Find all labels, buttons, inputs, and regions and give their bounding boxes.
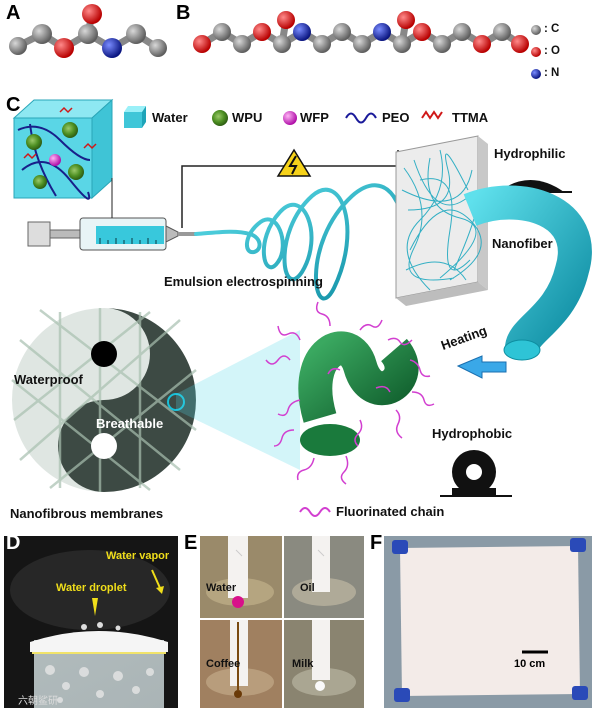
panel-label-f: F <box>370 532 383 554</box>
water-droplet-label: Water droplet <box>56 582 127 594</box>
molecule-a-atoms <box>9 4 167 58</box>
yin-yang-membrane <box>11 308 300 492</box>
emulsion-cube <box>12 98 114 200</box>
nanofibrous-membranes-label: Nanofibrous membranes <box>10 506 164 521</box>
high-voltage-sign <box>276 148 312 177</box>
panel-label-b: B <box>176 2 191 24</box>
legend-wfp-dot <box>283 111 297 125</box>
heating-arrow <box>456 355 507 379</box>
panel-label-c: C <box>6 94 21 116</box>
legend-wfp-label: WFP <box>300 110 329 125</box>
fluorinated-chain-legend <box>299 507 331 517</box>
heating-label: Heating <box>438 322 489 353</box>
hydrophobic-label: Hydrophobic <box>432 426 513 441</box>
panel-label-a: A <box>6 2 21 24</box>
molecule-a-bonds <box>14 10 162 52</box>
legend-carbon-label: : C <box>544 23 560 35</box>
fluorinated-chain-label: Fluorinated chain <box>336 504 445 519</box>
legend-water-cube <box>124 106 146 128</box>
scale-bar-label: 10 cm <box>514 658 546 670</box>
legend-wpu-dot <box>212 110 228 126</box>
photo-liquid-grid <box>200 536 364 708</box>
legend-wpu-label: WPU <box>232 110 263 125</box>
liquid-label-water: Water <box>206 582 237 594</box>
panel-label-d: D <box>6 532 21 554</box>
legend-carbon-dot <box>531 25 541 35</box>
molecule-b-bonds <box>198 16 524 49</box>
legend-oxygen-label: : O <box>544 45 560 57</box>
breathable-label: Breathable <box>96 416 164 431</box>
legend-ttma-label: TTMA <box>452 110 489 125</box>
collector-plate <box>395 135 488 306</box>
molecule-b-atoms <box>193 11 529 53</box>
legend-peo-line <box>345 112 377 124</box>
photo-large-membrane <box>384 536 592 708</box>
legend-nitrogen-dot <box>531 69 541 79</box>
waterproof-label: Waterproof <box>14 372 83 387</box>
legend-oxygen-dot <box>531 47 541 57</box>
water-vapor-label: Water vapor <box>106 550 170 562</box>
syringe <box>27 178 196 251</box>
emulsion-electrospinning-label: Emulsion electrospinning <box>164 274 323 289</box>
legend-water-label: Water <box>152 110 188 125</box>
panel-label-e: E <box>184 532 198 554</box>
legend-ttma-line <box>421 110 443 120</box>
legend-nitrogen-label: : N <box>544 67 560 79</box>
watermark: 六朝鲨研 <box>18 696 58 707</box>
liquid-label-oil: Oil <box>300 582 315 594</box>
voltage-circuit <box>181 150 399 228</box>
fluorinated-nanofiber <box>265 301 435 485</box>
liquid-label-coffee: Coffee <box>206 658 241 670</box>
hydrophobic-droplet <box>440 450 512 497</box>
nanofiber-tube-end <box>503 339 541 361</box>
nanofiber-label: Nanofiber <box>492 236 553 251</box>
legend-peo-label: PEO <box>382 110 410 125</box>
liquid-label-milk: Milk <box>292 658 314 670</box>
hydrophilic-label: Hydrophilic <box>494 146 566 161</box>
hydrophilic-droplet <box>498 180 564 192</box>
